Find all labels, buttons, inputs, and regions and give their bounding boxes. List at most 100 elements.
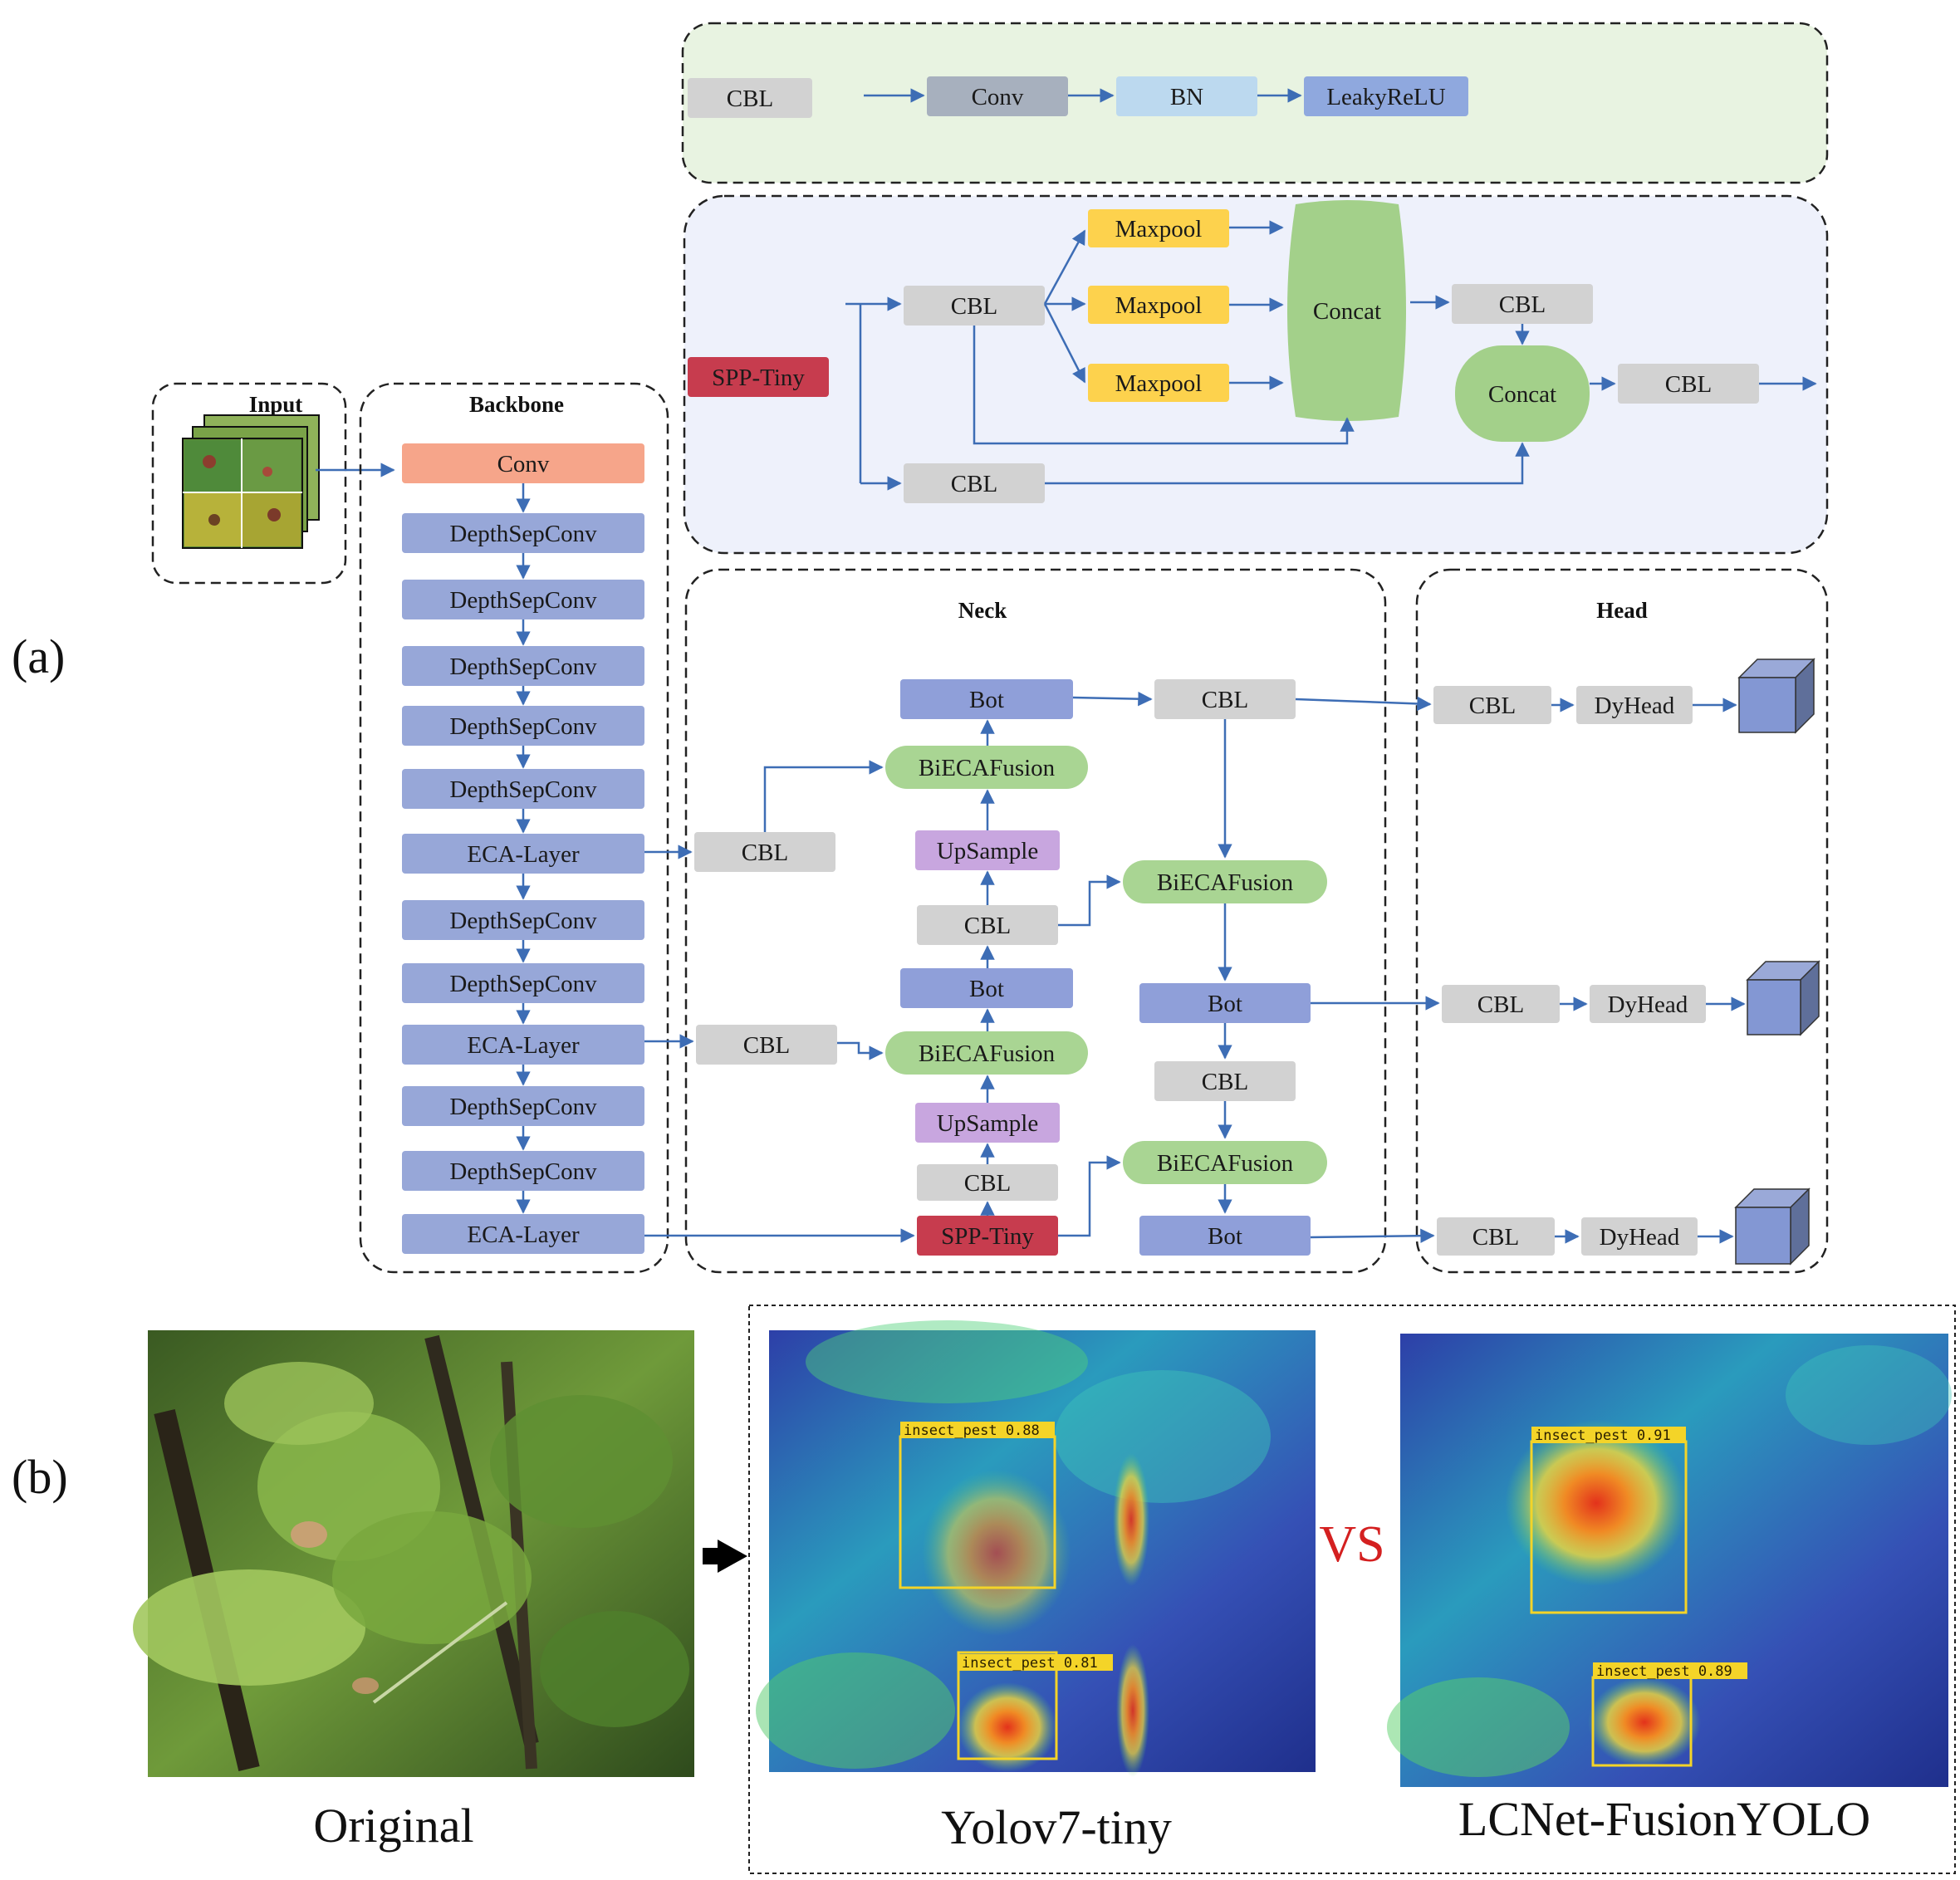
svg-text:Concat: Concat: [1488, 381, 1556, 408]
spp-def-cbl-after-concat: CBL: [1452, 284, 1593, 324]
yolov7-det-2-label: insect_pest 0.81: [962, 1655, 1098, 1672]
svg-text:ECA-Layer: ECA-Layer: [467, 841, 580, 868]
head-dyhead-3: DyHead: [1581, 1217, 1698, 1256]
spp-def-name-box: SPP-Tiny: [688, 357, 829, 397]
spp-def-cbl-out: CBL: [1618, 364, 1759, 404]
input-title: Input: [249, 392, 303, 417]
original-photo: [133, 1330, 694, 1777]
backbone-layer-2: DepthSepConv: [402, 513, 644, 553]
svg-text:Conv: Conv: [497, 451, 550, 477]
spp-def-cbl-top: CBL: [904, 286, 1045, 326]
svg-text:DepthSepConv: DepthSepConv: [449, 587, 597, 614]
svg-text:BiECAFusion: BiECAFusion: [1157, 869, 1294, 896]
svg-text:ECA-Layer: ECA-Layer: [467, 1222, 580, 1248]
svg-text:CBL: CBL: [951, 471, 997, 497]
svg-text:DyHead: DyHead: [1608, 991, 1688, 1018]
svg-text:CBL: CBL: [1472, 1224, 1519, 1251]
svg-text:DepthSepConv: DepthSepConv: [449, 713, 597, 740]
backbone-layer-6: DepthSepConv: [402, 769, 644, 809]
svg-text:Maxpool: Maxpool: [1115, 216, 1203, 242]
svg-text:DyHead: DyHead: [1595, 693, 1675, 719]
panel-label-a: (a): [12, 629, 65, 683]
svg-text:Conv: Conv: [972, 84, 1024, 110]
backbone-layer-7: ECA-Layer: [402, 834, 644, 874]
svg-text:DepthSepConv: DepthSepConv: [449, 654, 597, 680]
head-dyhead-1: DyHead: [1576, 686, 1693, 724]
svg-text:BiECAFusion: BiECAFusion: [919, 1040, 1056, 1067]
svg-text:CBL: CBL: [1665, 371, 1712, 398]
head-output-cube-3: [1734, 1187, 1811, 1266]
backbone-layer-3: DepthSepConv: [402, 580, 644, 619]
backbone-layer-5: DepthSepConv: [402, 706, 644, 746]
svg-text:Bot: Bot: [969, 687, 1004, 713]
svg-text:CBL: CBL: [743, 1032, 790, 1059]
svg-text:CBL: CBL: [1469, 693, 1516, 719]
backbone-layer-13: ECA-Layer: [402, 1214, 644, 1254]
backbone-layer-4: DepthSepConv: [402, 646, 644, 686]
svg-text:SPP-Tiny: SPP-Tiny: [712, 365, 805, 391]
panel-label-b: (b): [12, 1450, 68, 1504]
input-image-stack: [182, 414, 320, 549]
head-output-cube-2: [1746, 960, 1820, 1036]
svg-text:ECA-Layer: ECA-Layer: [467, 1032, 580, 1059]
neck-bot-3: Bot: [1139, 983, 1311, 1023]
neck-cbl-2: CBL: [696, 1025, 837, 1065]
backbone-layer-10: ECA-Layer: [402, 1025, 644, 1065]
spp-def-cbl-bottom: CBL: [904, 463, 1045, 503]
svg-text:Bot: Bot: [1208, 1223, 1242, 1250]
cbl-def-name-box: CBL: [688, 78, 812, 118]
svg-text:CBL: CBL: [964, 1170, 1011, 1197]
comparison-frame: [748, 1305, 1956, 1874]
backbone-layers: ConvDepthSepConvDepthSepConvDepthSepConv…: [402, 443, 644, 1254]
neck-biecafusion-4: BiECAFusion: [1123, 1141, 1327, 1184]
neck-cbl-1: CBL: [694, 832, 835, 872]
svg-text:DepthSepConv: DepthSepConv: [449, 971, 597, 997]
svg-text:CBL: CBL: [727, 86, 773, 112]
backbone-panel: [359, 382, 669, 1274]
neck-biecafusion-2: BiECAFusion: [885, 1031, 1088, 1075]
svg-text:Bot: Bot: [1208, 991, 1242, 1017]
lcnet-fusionyolo-heatmap: [1387, 1334, 1952, 1787]
yolov7-det-1-label: insect_pest 0.88: [904, 1422, 1040, 1439]
head-panel: [1415, 568, 1829, 1274]
svg-text:CBL: CBL: [951, 293, 997, 320]
svg-text:UpSample: UpSample: [937, 838, 1038, 864]
cbl-def-conv: Conv: [927, 76, 1068, 116]
backbone-layer-9: DepthSepConv: [402, 963, 644, 1003]
head-cbl-1: CBL: [1433, 686, 1551, 724]
lcnet-det-2-label: insect_pest 0.89: [1596, 1663, 1732, 1680]
svg-text:Maxpool: Maxpool: [1115, 370, 1203, 397]
cbl-def-bn: BN: [1116, 76, 1257, 116]
head-title: Head: [1596, 598, 1648, 623]
svg-text:CBL: CBL: [1477, 991, 1524, 1018]
svg-text:Bot: Bot: [969, 976, 1004, 1002]
svg-text:DepthSepConv: DepthSepConv: [449, 776, 597, 803]
backbone-layer-12: DepthSepConv: [402, 1151, 644, 1191]
neck-cbl-6: CBL: [1154, 1061, 1296, 1101]
lcnet-det-1-label: insect_pest 0.91: [1535, 1427, 1671, 1444]
cbl-def-leakyrelu: LeakyReLU: [1304, 76, 1468, 116]
svg-text:CBL: CBL: [964, 913, 1011, 939]
head-cbl-3: CBL: [1437, 1217, 1555, 1256]
backbone-layer-1: Conv: [402, 443, 644, 483]
neck-bot-1: Bot: [900, 679, 1073, 719]
spp-def-maxpool-1: Maxpool: [1088, 209, 1229, 247]
spp-def-maxpool-3: Maxpool: [1088, 364, 1229, 402]
spp-def-maxpool-2: Maxpool: [1088, 286, 1229, 324]
head-cbl-2: CBL: [1442, 985, 1560, 1023]
svg-text:CBL: CBL: [1202, 687, 1248, 713]
head-dyhead-2: DyHead: [1590, 985, 1706, 1023]
backbone-layer-11: DepthSepConv: [402, 1086, 644, 1126]
neck-spp-tiny: SPP-Tiny: [917, 1216, 1058, 1256]
neck-title: Neck: [958, 598, 1007, 623]
svg-text:LeakyReLU: LeakyReLU: [1326, 84, 1445, 110]
svg-text:Maxpool: Maxpool: [1115, 292, 1203, 319]
svg-text:BN: BN: [1170, 84, 1203, 110]
backbone-title: Backbone: [469, 392, 564, 417]
svg-text:SPP-Tiny: SPP-Tiny: [941, 1223, 1034, 1250]
head-output-cube-1: [1737, 658, 1815, 734]
input-panel: [151, 382, 347, 585]
vs-label: VS: [1319, 1516, 1384, 1573]
neck-bot-4: Bot: [1139, 1216, 1311, 1256]
